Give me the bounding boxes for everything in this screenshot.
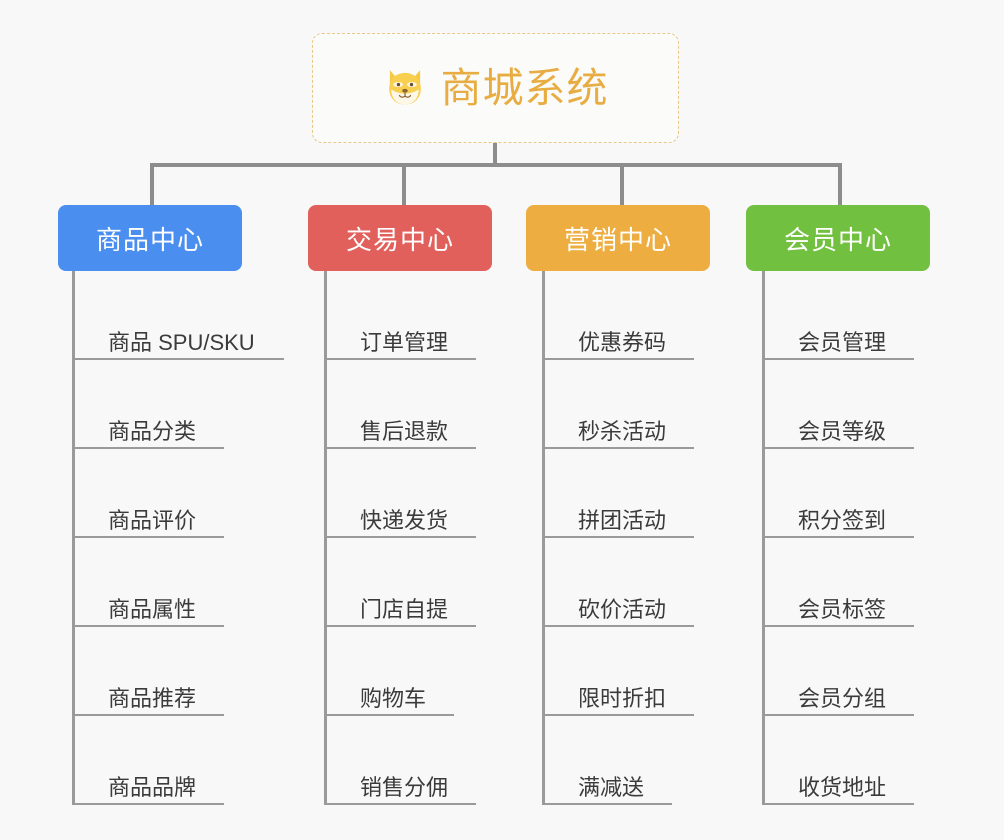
- leaf-item-label: 销售分佣: [360, 774, 449, 800]
- leaf-underline: [324, 625, 476, 627]
- leaf-item[interactable]: 商品评价: [72, 449, 224, 538]
- leaf-underline: [542, 714, 694, 716]
- leaf-underline: [72, 447, 224, 449]
- leaf-item[interactable]: 会员标签: [762, 538, 914, 627]
- leaf-underline: [762, 358, 914, 360]
- category-label: 商品中心: [95, 224, 204, 255]
- leaf-item-label: 限时折扣: [578, 685, 667, 711]
- leaf-item-label: 门店自提: [360, 596, 449, 622]
- leaf-item[interactable]: 收货地址: [762, 716, 914, 805]
- leaf-underline: [762, 625, 914, 627]
- leaf-item-label: 商品 SPU/SKU: [108, 329, 255, 355]
- leaf-item[interactable]: 快递发货: [324, 449, 476, 538]
- leaf-underline: [72, 625, 224, 627]
- connector-drop-3: [620, 163, 624, 207]
- leaf-item-label: 拼团活动: [578, 507, 667, 533]
- leaf-spine: [762, 271, 765, 805]
- leaf-item-label: 满减送: [578, 774, 645, 800]
- leaf-item-label: 优惠券码: [578, 329, 667, 355]
- leaf-underline: [762, 803, 914, 805]
- leaf-underline: [72, 358, 284, 360]
- leaf-spine: [72, 271, 75, 805]
- leaf-spine: [324, 271, 327, 805]
- category-label: 交易中心: [345, 224, 454, 255]
- category-box-4[interactable]: 会员中心: [746, 205, 930, 271]
- leaf-item[interactable]: 商品 SPU/SKU: [72, 271, 284, 360]
- leaf-item[interactable]: 商品属性: [72, 538, 224, 627]
- leaf-item[interactable]: 订单管理: [324, 271, 476, 360]
- root-node-title: 商城系统: [440, 64, 609, 111]
- leaf-underline: [542, 536, 694, 538]
- leaf-item[interactable]: 商品推荐: [72, 627, 224, 716]
- leaf-underline: [324, 714, 454, 716]
- leaf-item[interactable]: 销售分佣: [324, 716, 476, 805]
- leaf-item[interactable]: 商品品牌: [72, 716, 224, 805]
- leaf-item-label: 会员管理: [798, 329, 887, 355]
- category-label: 营销中心: [563, 224, 672, 255]
- leaf-item[interactable]: 商品分类: [72, 360, 224, 449]
- connector-horizontal-bus: [150, 163, 840, 167]
- leaf-item-label: 商品属性: [108, 596, 197, 622]
- leaf-underline: [542, 358, 694, 360]
- leaf-underline: [72, 803, 224, 805]
- leaf-item[interactable]: 门店自提: [324, 538, 476, 627]
- leaf-item-label: 购物车: [360, 685, 427, 711]
- leaf-item[interactable]: 购物车: [324, 627, 454, 716]
- leaf-item-label: 积分签到: [798, 507, 887, 533]
- leaf-item-label: 商品评价: [108, 507, 197, 533]
- leaf-item[interactable]: 积分签到: [762, 449, 914, 538]
- leaf-item[interactable]: 会员管理: [762, 271, 914, 360]
- leaf-underline: [324, 447, 476, 449]
- leaf-item[interactable]: 会员分组: [762, 627, 914, 716]
- leaf-item-label: 商品品牌: [108, 774, 197, 800]
- leaf-underline: [324, 803, 476, 805]
- category-label: 会员中心: [783, 224, 892, 255]
- leaf-item[interactable]: 会员等级: [762, 360, 914, 449]
- connector-drop-4: [838, 163, 842, 207]
- category-box-2[interactable]: 交易中心: [308, 205, 492, 271]
- leaf-item[interactable]: 优惠券码: [542, 271, 694, 360]
- leaf-item[interactable]: 限时折扣: [542, 627, 694, 716]
- leaf-underline: [542, 625, 694, 627]
- leaf-item-label: 售后退款: [360, 418, 449, 444]
- leaf-item-label: 会员等级: [798, 418, 887, 444]
- leaf-item-label: 商品推荐: [108, 685, 197, 711]
- leaf-underline: [72, 714, 224, 716]
- root-node-mall-system[interactable]: 商城系统: [312, 33, 679, 143]
- leaf-item[interactable]: 售后退款: [324, 360, 476, 449]
- leaf-underline: [762, 714, 914, 716]
- leaf-underline: [324, 536, 476, 538]
- leaf-underline: [762, 447, 914, 449]
- leaf-underline: [542, 447, 694, 449]
- leaf-underline: [542, 803, 672, 805]
- leaf-item-label: 秒杀活动: [578, 418, 667, 444]
- leaf-spine: [542, 271, 545, 805]
- connector-drop-2: [402, 163, 406, 207]
- leaf-item[interactable]: 满减送: [542, 716, 672, 805]
- connector-drop-1: [150, 163, 154, 207]
- category-box-3[interactable]: 营销中心: [526, 205, 710, 271]
- leaf-underline: [72, 536, 224, 538]
- leaf-underline: [762, 536, 914, 538]
- connector-root-stub: [493, 143, 497, 165]
- leaf-item[interactable]: 砍价活动: [542, 538, 694, 627]
- leaf-underline: [324, 358, 476, 360]
- leaf-item-label: 订单管理: [360, 329, 449, 355]
- leaf-item[interactable]: 秒杀活动: [542, 360, 694, 449]
- leaf-item-label: 砍价活动: [578, 596, 667, 622]
- leaf-item-label: 会员分组: [798, 685, 887, 711]
- leaf-item-label: 商品分类: [108, 418, 197, 444]
- leaf-item-label: 会员标签: [798, 596, 887, 622]
- leaf-item-label: 收货地址: [798, 774, 887, 800]
- shiba-dog-face-icon: [388, 70, 421, 105]
- category-box-1[interactable]: 商品中心: [58, 205, 242, 271]
- leaf-item-label: 快递发货: [360, 507, 449, 533]
- leaf-item[interactable]: 拼团活动: [542, 449, 694, 538]
